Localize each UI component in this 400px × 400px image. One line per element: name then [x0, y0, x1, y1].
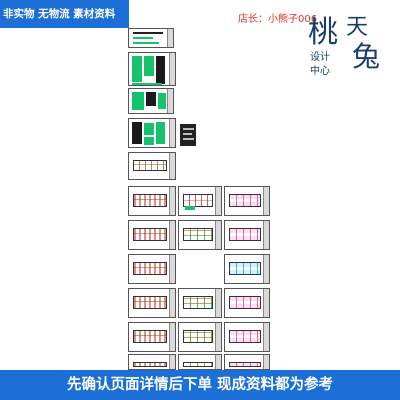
column-plan-sheet-1[interactable] — [128, 186, 176, 216]
beam-plan-sheet-1[interactable] — [178, 186, 222, 216]
column-plan-sheet-4[interactable] — [128, 288, 176, 318]
beam-plan-sheet-5[interactable] — [178, 354, 222, 370]
design-notes-sheet-2[interactable] — [128, 88, 174, 114]
column-plan-sheet-6[interactable] — [128, 354, 176, 370]
logo-char-right: 天 — [346, 15, 368, 40]
logo-char-main: 桃 — [308, 15, 338, 50]
dark-detail-sheet[interactable] — [180, 124, 196, 146]
design-notes-sheet-1[interactable] — [128, 52, 176, 86]
slab-plan-sheet-2[interactable] — [224, 220, 270, 250]
slab-plan-sheet-4[interactable] — [224, 288, 270, 318]
studio-logo: 桃 天 兔 设计 中心 — [308, 15, 380, 77]
beam-plan-sheet-2[interactable] — [178, 220, 222, 250]
slab-plan-sheet-3[interactable] — [224, 254, 270, 284]
drawing-cover-sheet[interactable] — [128, 28, 174, 48]
column-plan-sheet-2[interactable] — [128, 220, 176, 250]
design-notes-sheet-3[interactable] — [128, 118, 176, 148]
foundation-plan-sheet[interactable] — [128, 152, 176, 180]
shop-owner-label: 店长：小熊子006 — [238, 14, 318, 25]
slab-plan-sheet-1[interactable] — [224, 186, 270, 216]
slab-plan-sheet-6[interactable] — [224, 354, 270, 370]
column-plan-sheet-5[interactable] — [128, 322, 176, 352]
beam-plan-sheet-4[interactable] — [178, 322, 222, 352]
studio-logo-mark: 桃 天 兔 设计 中心 — [308, 15, 380, 77]
banner-bottom-text: 先确认页面详情后下单 现成资料都为参考 — [66, 377, 334, 393]
column-plan-sheet-3[interactable] — [128, 254, 176, 284]
logo-char-inner: 兔 — [352, 40, 380, 73]
bottom-notice-banner: 先确认页面详情后下单 现成资料都为参考 — [0, 370, 400, 400]
slab-plan-sheet-5[interactable] — [224, 322, 270, 352]
top-left-banner: 非实物 无物流 素材资料 — [0, 0, 129, 28]
logo-subtitle-2: 中心 — [310, 64, 330, 77]
beam-plan-sheet-3[interactable] — [178, 288, 222, 318]
logo-subtitle-1: 设计 — [310, 50, 330, 63]
banner-top-text: 非实物 无物流 素材资料 — [3, 8, 116, 20]
